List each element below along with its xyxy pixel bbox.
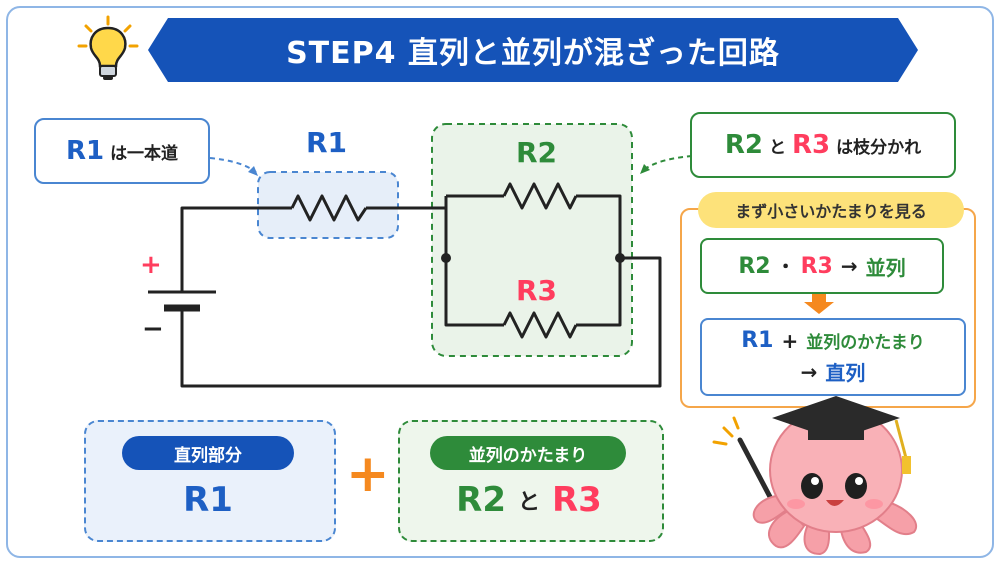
step1-result: 並列	[865, 255, 906, 280]
step1-box: R2 ・ R3 → 並列	[700, 238, 944, 294]
parallel-r2: R2	[456, 480, 506, 520]
step2-box: R1 + 並列のかたまり → 直列	[700, 318, 966, 396]
resistor-r3	[502, 311, 578, 339]
step2-r1: R1	[741, 328, 774, 353]
lightbulb-icon	[77, 15, 139, 80]
callout-r2-r3: R2 と R3 は枝分かれ	[690, 112, 956, 178]
label-r1: R1	[306, 126, 348, 159]
step2-group: 並列のかたまり	[806, 333, 925, 353]
callout-to: と	[769, 137, 786, 158]
series-label: 直列部分	[122, 436, 294, 470]
junction-right	[615, 253, 625, 263]
step1-r2: R2	[738, 253, 771, 279]
step1-r3: R3	[800, 253, 833, 279]
step1-dot: ・	[776, 257, 795, 278]
junction-left	[441, 253, 451, 263]
callout-r1: R1 は一本道	[34, 118, 210, 184]
parallel-to: と	[517, 490, 540, 515]
page-title: STEP4 直列と並列が混ざった回路	[286, 36, 780, 71]
step2-plus: +	[781, 328, 799, 353]
parallel-value: R2 と R3	[398, 480, 660, 520]
resistor-r1	[290, 194, 368, 222]
parallel-r3: R3	[552, 480, 602, 520]
title-banner	[148, 18, 918, 82]
battery-minus: −	[142, 314, 164, 344]
step2-arrow: →	[800, 359, 818, 384]
resistor-r2	[502, 182, 578, 210]
summary-plus: +	[346, 444, 390, 504]
battery-plus: +	[140, 250, 162, 280]
step1-arrow: →	[840, 254, 858, 278]
callout-r3: R3	[792, 130, 831, 160]
parallel-highlight	[431, 123, 633, 357]
callout-r2: R2	[724, 130, 763, 160]
callout-r23-text: は枝分かれ	[836, 137, 922, 158]
label-r3: R3	[516, 274, 558, 307]
parallel-label: 並列のかたまり	[430, 436, 626, 470]
series-value: R1	[183, 480, 233, 520]
step2-result: 直列	[825, 361, 866, 385]
callout-r1-text: は一本道	[110, 143, 179, 164]
callout-r1-name: R1	[65, 136, 105, 166]
steps-heading: まず小さいかたまりを見る	[698, 192, 964, 228]
label-r2: R2	[516, 136, 558, 169]
